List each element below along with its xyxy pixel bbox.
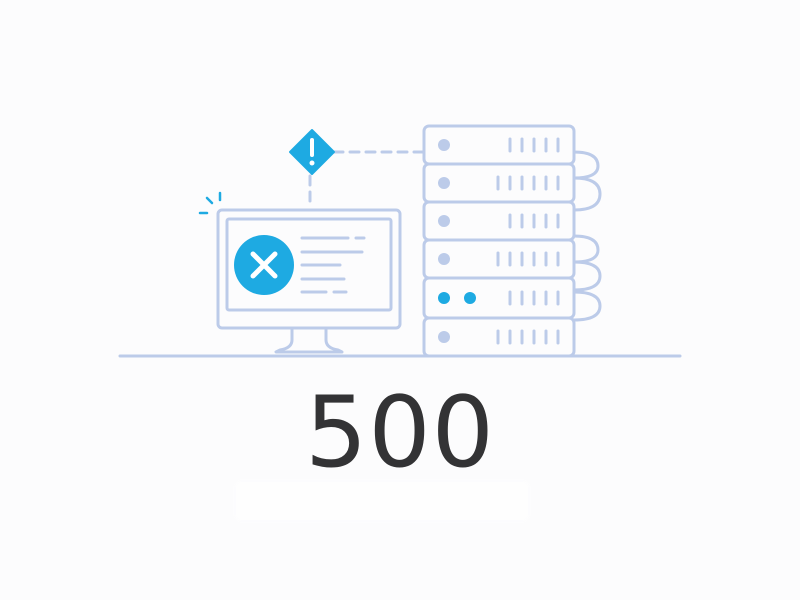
monitor-icon bbox=[216, 208, 402, 354]
warning-diamond-icon bbox=[289, 129, 335, 175]
error-message-placeholder bbox=[236, 482, 528, 520]
alert-spark-icon bbox=[198, 191, 222, 215]
close-circle-icon bbox=[234, 235, 294, 295]
server-cables bbox=[572, 150, 602, 322]
screen-text-lines bbox=[300, 236, 366, 294]
server-status-lights bbox=[438, 139, 476, 343]
error-code: 500 bbox=[304, 376, 496, 490]
server-vents bbox=[496, 137, 560, 345]
server-rack-icon bbox=[422, 124, 576, 358]
dashed-connector bbox=[308, 150, 426, 210]
